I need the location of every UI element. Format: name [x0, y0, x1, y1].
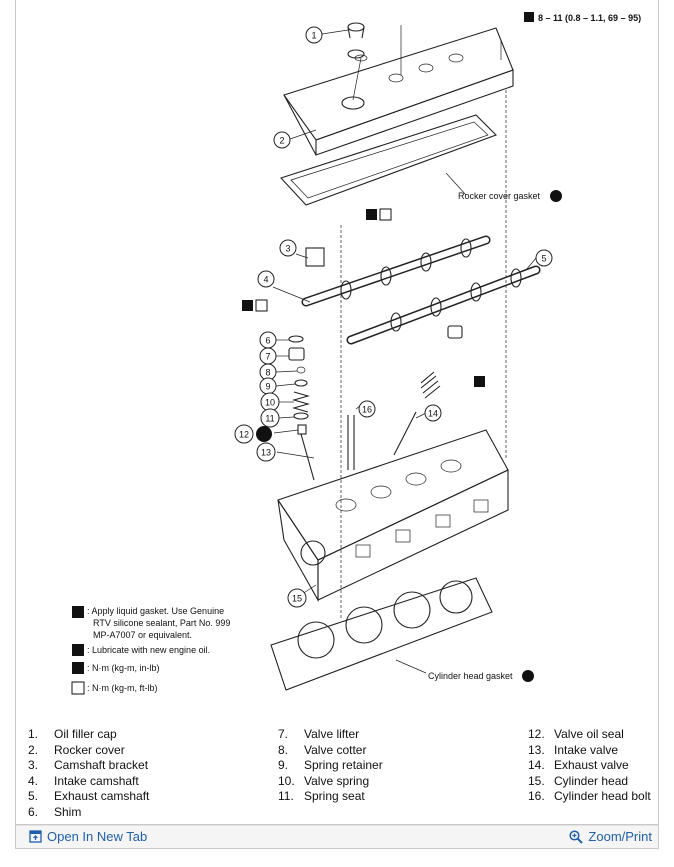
callout-6: 6 — [259, 331, 277, 349]
callout-7: 7 — [259, 347, 277, 365]
list-item: 10.Valve spring — [278, 773, 370, 788]
torque-ft-lb-icon — [71, 681, 85, 695]
callout-3: 3 — [279, 239, 297, 257]
list-item: 8.Valve cotter — [278, 742, 367, 757]
svg-text:12: 12 — [239, 430, 249, 440]
torque-top: 8 – 11 (0.8 – 1.1, 69 – 95) — [524, 12, 641, 23]
svg-text:11: 11 — [265, 414, 274, 424]
parts-column-2: 7.Valve lifter 8.Valve cotter 9.Spring r… — [278, 727, 383, 805]
intake-camshaft-torque-icons — [242, 299, 268, 312]
callout-13: 13 — [256, 442, 276, 462]
open-in-new-tab-label: Open In New Tab — [47, 829, 148, 844]
svg-text:MP-A7007 or equivalent.: MP-A7007 or equivalent. — [93, 630, 192, 640]
svg-text:3: 3 — [285, 244, 290, 254]
list-item: 7.Valve lifter — [278, 727, 360, 741]
svg-text:6: 6 — [265, 336, 270, 346]
legend: : Apply liquid gasket. Use Genuine RTV s… — [71, 606, 230, 695]
parts-column-3: 12.Valve oil seal 13.Intake valve 14.Exh… — [528, 727, 651, 805]
callout-11: 11 — [260, 408, 280, 428]
svg-text:5: 5 — [541, 254, 546, 264]
engine-exploded-diagram: 8 – 11 (0.8 – 1.1, 69 – 95) — [71, 12, 641, 695]
callout-14: 14 — [424, 404, 442, 422]
cylinder-head-gasket-drawing — [270, 577, 493, 691]
svg-text:RTV silicone sealant, Part No.: RTV silicone sealant, Part No. 999 — [93, 618, 230, 628]
liquid-gasket-icon-head — [474, 376, 485, 387]
cylinder-head-drawing — [277, 429, 509, 603]
svg-text:Rocker cover gasket: Rocker cover gasket — [458, 191, 541, 201]
list-item: 12.Valve oil seal — [528, 727, 624, 741]
oil-filler-cap-drawing — [347, 22, 365, 59]
rocker-cover-gasket-label: Rocker cover gasket — [458, 190, 562, 202]
open-in-new-tab-link[interactable]: Open In New Tab — [29, 829, 147, 844]
replace-icon — [522, 670, 534, 682]
svg-text:13: 13 — [261, 448, 271, 458]
svg-text:10: 10 — [265, 398, 275, 408]
torque-top-text: 8 – 11 (0.8 – 1.1, 69 – 95) — [538, 13, 641, 23]
list-item: 13.Intake valve — [528, 742, 619, 757]
callout-15: 15 — [287, 588, 307, 608]
svg-text:14: 14 — [428, 409, 438, 419]
svg-text:2: 2 — [279, 136, 284, 146]
svg-text:: N·m (kg-m, ft-lb): : N·m (kg-m, ft-lb) — [87, 683, 158, 693]
list-item: 2.Rocker cover — [28, 742, 125, 757]
list-item: 4.Intake camshaft — [28, 773, 139, 788]
rocker-cover-drawing — [283, 25, 514, 156]
list-item: 3.Camshaft bracket — [28, 758, 149, 772]
alignment-lines — [340, 90, 507, 620]
svg-text:: Apply liquid gasket. Use Ge: : Apply liquid gasket. Use Genuine — [87, 606, 224, 616]
svg-text:Cylinder head gasket: Cylinder head gasket — [428, 671, 513, 681]
svg-text:7: 7 — [265, 352, 270, 362]
zoom-print-link[interactable]: Zoom/Print — [569, 829, 652, 844]
callout-10: 10 — [260, 392, 280, 412]
list-item: 11.Spring seat — [278, 789, 365, 803]
lubricate-icon — [72, 644, 84, 656]
torque-in-lb-icon — [72, 662, 84, 674]
svg-text:9: 9 — [265, 382, 270, 392]
callout-2: 2 — [273, 131, 291, 149]
svg-text:15: 15 — [292, 594, 302, 604]
replace-icon — [550, 190, 562, 202]
callout-12: 12 — [234, 424, 272, 444]
callout-16: 16 — [358, 400, 376, 418]
zoom-icon — [569, 829, 584, 844]
cylinder-head-gasket-label: Cylinder head gasket — [428, 670, 534, 682]
svg-text:: Lubricate with new engine oi: : Lubricate with new engine oil. — [87, 645, 210, 655]
valve-parts-drawing — [288, 325, 463, 481]
leader-lines — [272, 29, 537, 674]
parts-column-1: 1.Oil filler cap 2.Rocker cover 3.Camsha… — [28, 727, 149, 820]
new-tab-icon — [29, 830, 42, 843]
camshafts-drawing — [301, 235, 541, 345]
svg-text:: N·m (kg-m, in-lb): : N·m (kg-m, in-lb) — [87, 663, 160, 673]
svg-text:4: 4 — [263, 275, 268, 285]
list-item: 6.Shim — [28, 804, 82, 819]
list-item: 16.Cylinder head bolt — [528, 789, 651, 803]
callout-4: 4 — [257, 270, 275, 288]
torque-in-lb-icon — [524, 12, 534, 22]
zoom-print-label: Zoom/Print — [588, 829, 652, 844]
svg-text:1: 1 — [311, 31, 316, 41]
list-item: 15.Cylinder head — [528, 773, 629, 788]
list-item: 14.Exhaust valve — [528, 758, 629, 772]
list-item: 1.Oil filler cap — [28, 727, 117, 741]
liquid-gasket-icon — [72, 606, 84, 618]
rocker-cover-gasket-drawing — [280, 114, 497, 206]
svg-text:8: 8 — [265, 368, 270, 378]
diagram-frame: 8 – 11 (0.8 – 1.1, 69 – 95) — [15, 0, 659, 825]
footer-bar: Open In New Tab Zoom/Print — [15, 825, 659, 849]
camshaft-bracket-torque-icons — [366, 208, 392, 221]
replace-icon — [256, 426, 272, 442]
svg-text:16: 16 — [362, 405, 372, 415]
callout-1: 1 — [305, 26, 323, 44]
list-item: 9.Spring retainer — [278, 758, 383, 772]
parts-list: 1.Oil filler cap 2.Rocker cover 3.Camsha… — [28, 727, 660, 822]
list-item: 5.Exhaust camshaft — [28, 789, 150, 803]
callout-9: 9 — [259, 377, 277, 395]
callout-5: 5 — [535, 249, 553, 267]
